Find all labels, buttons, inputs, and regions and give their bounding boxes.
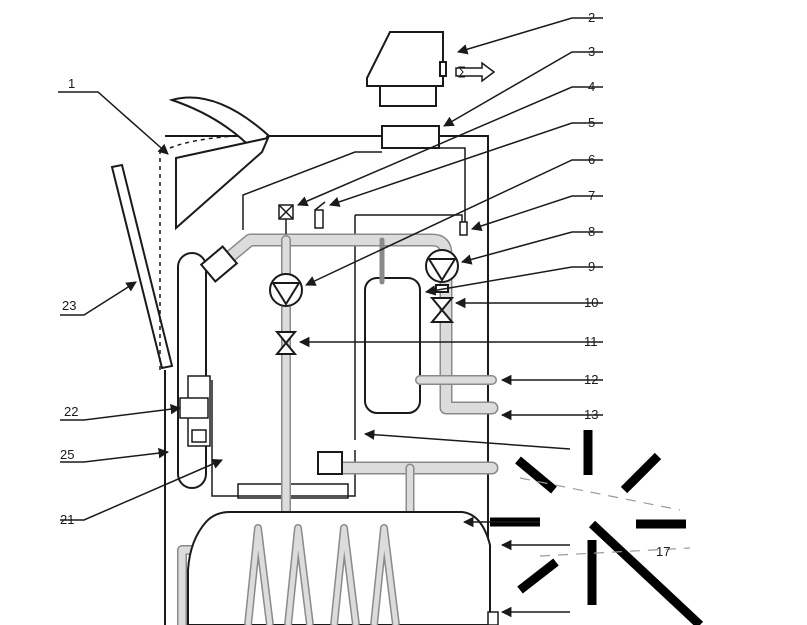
temperature-sensor: [459, 221, 468, 236]
label-2: 2: [588, 10, 595, 25]
label-5: 5: [588, 115, 595, 130]
safety-thermostat: [278, 204, 294, 234]
label-10: 10: [584, 295, 598, 310]
label-4: 4: [588, 79, 595, 94]
air-intake-hood: [168, 96, 270, 231]
bleed-valve: [314, 201, 326, 229]
dhw-pump-icon: [425, 249, 459, 283]
leader-arrows: [58, 17, 603, 618]
burst-graphic: [490, 430, 704, 625]
expansion-vessel: [364, 277, 421, 414]
label-21: 21: [60, 512, 74, 527]
pressure-switch: [317, 451, 343, 475]
front-door-panel: [110, 163, 174, 370]
inlet-valve-icon: [274, 331, 298, 355]
control-module: [179, 375, 211, 447]
label-25: 25: [60, 447, 74, 462]
heating-coils-inner: [245, 525, 399, 625]
exhaust-direction-arrow-icon: [455, 61, 496, 83]
internal-frame-lines: [211, 147, 466, 499]
label-13: 13: [584, 407, 598, 422]
label-23: 23: [62, 298, 76, 313]
flue-adapter: [381, 125, 440, 149]
label-17: 17: [656, 544, 670, 559]
sigma-sign: [457, 66, 465, 78]
bottom-port: [487, 611, 499, 625]
label-8: 8: [588, 224, 595, 239]
label-1: 1: [68, 76, 75, 91]
label-11: 11: [584, 334, 598, 349]
circulation-pump-icon: [269, 273, 303, 307]
faint-dashed-lines: [519, 477, 691, 557]
automatic-air-vent: [199, 245, 239, 283]
label-12: 12: [584, 372, 598, 387]
label-3: 3: [588, 44, 595, 59]
label-7: 7: [588, 188, 595, 203]
label-6: 6: [588, 152, 595, 167]
exhaust-fan-unit: [366, 31, 447, 107]
label-9: 9: [588, 259, 595, 274]
label-22: 22: [64, 404, 78, 419]
heat-exchanger-column: [177, 252, 207, 489]
